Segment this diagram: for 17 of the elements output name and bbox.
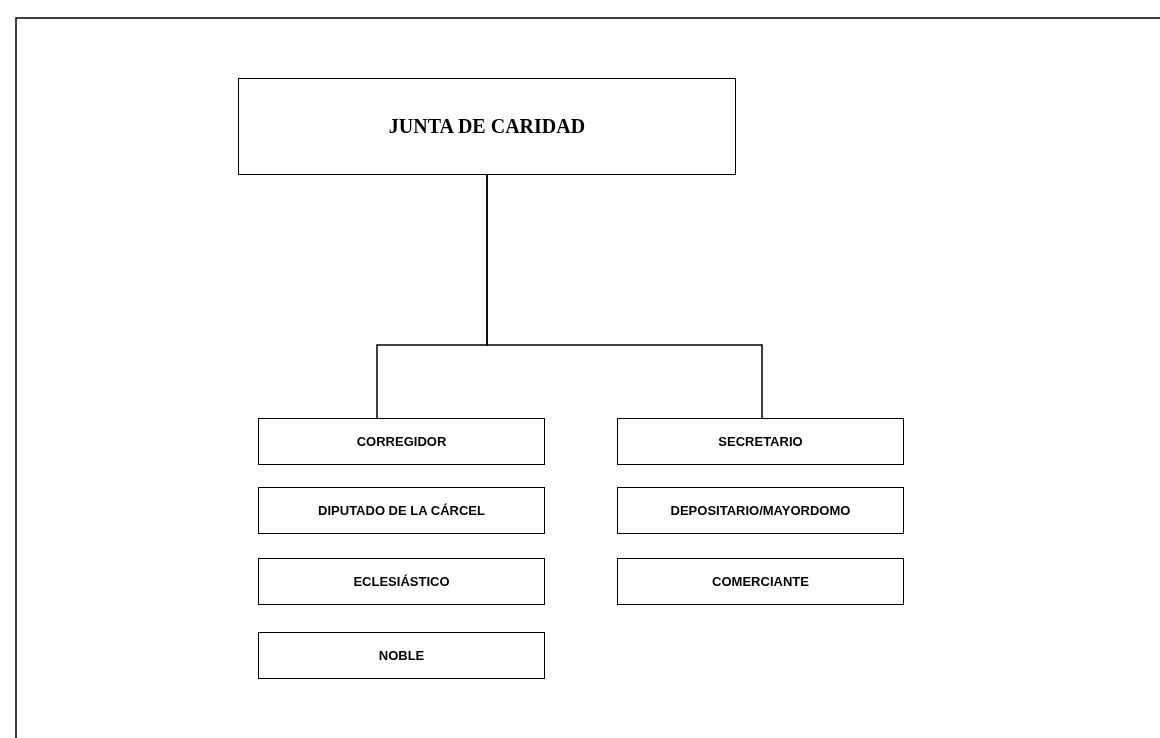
member-box: [617, 487, 904, 534]
member-box: [258, 418, 545, 465]
member-label: DIPUTADO DE LA CÁRCEL: [318, 503, 485, 518]
member-box: [617, 558, 904, 605]
member-box: [258, 632, 545, 679]
member-label: ECLESIÁSTICO: [353, 574, 450, 589]
title-text: JUNTA DE CARIDAD: [388, 115, 586, 138]
member-label: COMERCIANTE: [712, 574, 809, 589]
member-label: CORREGIDOR: [356, 434, 447, 449]
member-label: DEPOSITARIO/MAYORDOMO: [670, 503, 851, 518]
header-box: [238, 78, 736, 175]
member-label: NOBLE: [378, 648, 425, 663]
member-box: [617, 418, 904, 465]
member-box: [258, 558, 545, 605]
member-label: SECRETARIO: [718, 434, 803, 449]
member-box: [258, 487, 545, 534]
connector-line: [486, 174, 763, 419]
